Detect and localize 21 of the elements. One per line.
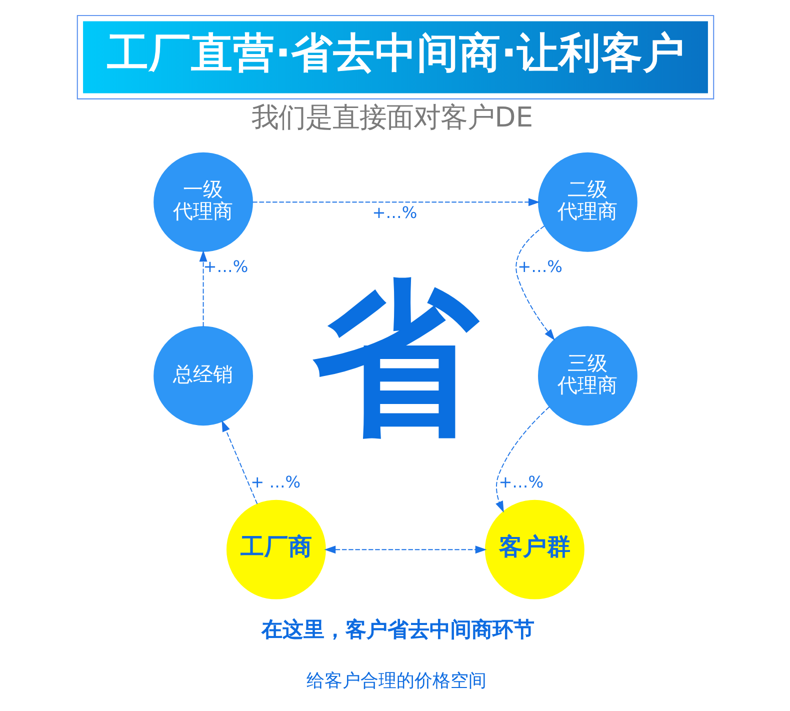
node-circle: 一级代理商	[153, 152, 252, 252]
node-circle: 三级代理商	[538, 326, 637, 426]
label: 省	[312, 263, 478, 456]
diagram-title: 工厂直营·省去中间商·让利客户	[106, 28, 684, 77]
arrow	[495, 406, 550, 513]
label: 在这里，客户省去中间商环节	[261, 617, 534, 642]
arrow	[515, 226, 554, 340]
edge-label: +…%	[202, 256, 248, 276]
edge-label: +…%	[498, 472, 544, 492]
label: 给客户合理的价格空间	[306, 670, 486, 692]
label: 我们是直接面对客户DE	[251, 102, 533, 134]
arrow	[198, 250, 207, 328]
node-circle: 总经销	[153, 326, 252, 426]
arrow	[252, 198, 540, 206]
arrow	[221, 420, 258, 504]
edge-label: + …%	[250, 472, 300, 492]
edge-label: +…%	[517, 256, 562, 276]
edge-label: +…%	[372, 202, 417, 222]
node-circle: 二级代理商	[538, 152, 637, 252]
arrow	[324, 546, 486, 554]
node-circle: 工厂商	[226, 500, 326, 600]
